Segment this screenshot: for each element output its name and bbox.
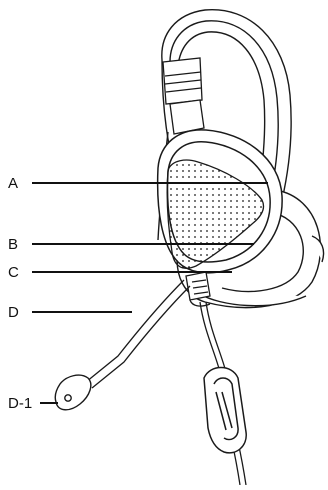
mic-capsule xyxy=(55,375,91,410)
headband-slider xyxy=(163,58,204,134)
callout-label-d: D xyxy=(8,305,19,320)
cable-clip xyxy=(204,368,246,453)
callout-label-b: B xyxy=(8,237,18,252)
callout-label-a: A xyxy=(8,176,18,191)
callout-label-d1: D-1 xyxy=(8,396,32,411)
callout-label-c: C xyxy=(8,265,19,280)
mic-boom xyxy=(86,280,190,388)
